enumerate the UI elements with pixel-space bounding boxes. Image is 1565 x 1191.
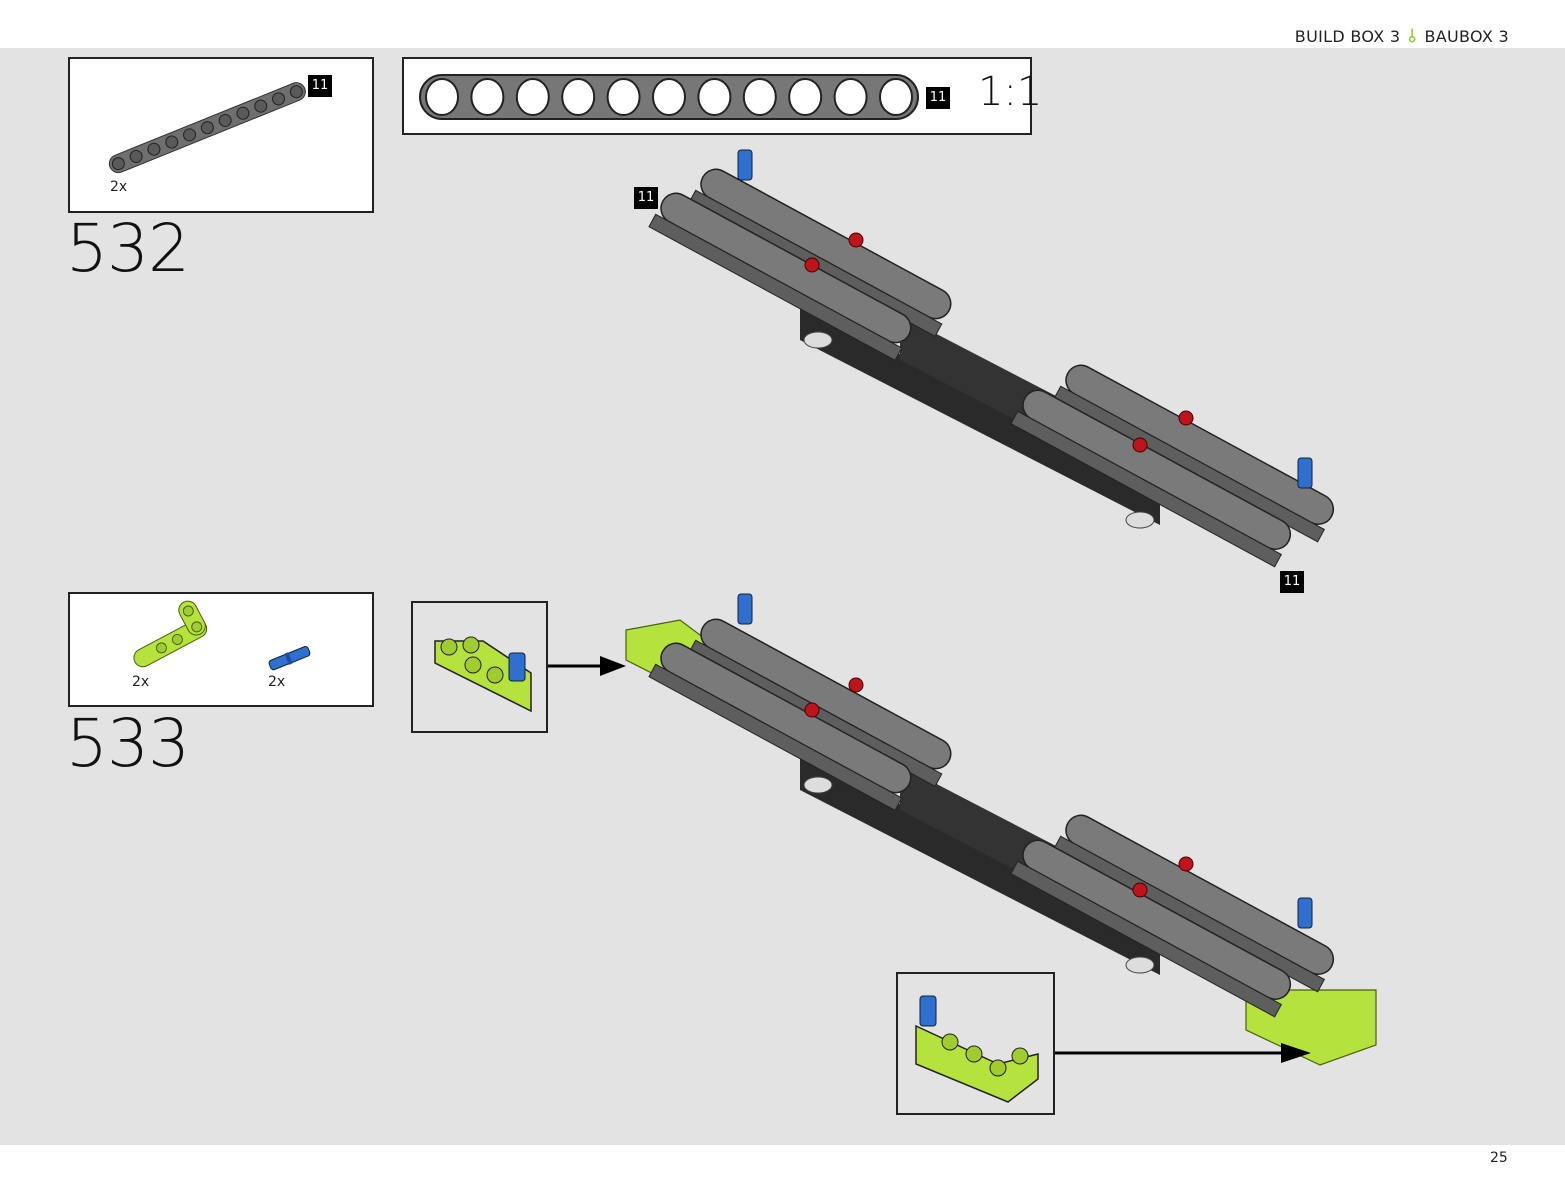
beam-hole: [289, 85, 303, 99]
assembly-length-badge: 11: [1280, 571, 1304, 593]
beam-hole: [236, 106, 250, 120]
beam-hole: [111, 157, 125, 171]
lime-l-beam-with-pin: [915, 995, 1039, 1103]
beam-hole: [606, 78, 641, 116]
assembly-533-illustration: [625, 593, 1377, 1066]
beam-hole: [183, 128, 197, 142]
beam-hole: [200, 121, 214, 135]
breadcrumb: BUILD BOX 3 ⫰ BAUBOX 3: [1295, 26, 1509, 47]
lime-l-beam-part-icon: [133, 600, 208, 668]
beam-hole: [254, 99, 268, 113]
beam-hole: [470, 78, 505, 116]
length-badge: 11: [926, 87, 950, 109]
part-quantity: 2x: [268, 674, 286, 690]
chevron-y-icon: ⫰: [1408, 26, 1417, 47]
parts-list-533: 2x 2x: [68, 592, 374, 707]
arrow-icon: [1055, 1043, 1311, 1063]
parts-list-532: 11 2x: [68, 57, 374, 213]
beam-hole: [129, 149, 143, 163]
beam-hole: [218, 113, 232, 127]
beam-hole: [515, 78, 550, 116]
blue-pin-part-icon: [268, 646, 311, 671]
length-badge: 11: [308, 75, 332, 97]
part-quantity: 2x: [132, 674, 150, 690]
step-number-532: 532: [66, 210, 190, 287]
page-number: 25: [1490, 1150, 1508, 1166]
beam-hole: [561, 78, 596, 116]
beam-hole: [272, 92, 286, 106]
scale-label: 1:1: [978, 69, 1043, 115]
scale-reference-box: 11 1:1: [402, 57, 1042, 135]
beam-hole: [147, 142, 161, 156]
assembly-532-illustration: [648, 149, 1335, 568]
sub-assembly-callout-right: [896, 972, 1055, 1115]
arrow-icon: [548, 656, 626, 676]
beam-hole: [833, 78, 868, 116]
build-box-label: BUILD BOX 3: [1294, 27, 1401, 46]
beam-11-part-icon: [108, 82, 306, 174]
beam-hole: [425, 78, 459, 116]
beam-hole: [697, 78, 732, 116]
beam-hole: [742, 78, 777, 116]
beam-hole: [879, 78, 913, 116]
beam-hole: [165, 135, 179, 149]
sub-assembly-callout-left: [411, 601, 548, 733]
step-number-533: 533: [66, 705, 190, 782]
lime-l-beam-with-pin: [434, 636, 532, 713]
beam-hole: [652, 78, 686, 116]
assembly-length-badge: 11: [634, 187, 658, 209]
beam-hole: [788, 78, 823, 116]
beam-11-scale-icon: [419, 74, 919, 120]
baubox-label: BAUBOX 3: [1424, 27, 1509, 46]
part-quantity: 2x: [110, 179, 128, 195]
